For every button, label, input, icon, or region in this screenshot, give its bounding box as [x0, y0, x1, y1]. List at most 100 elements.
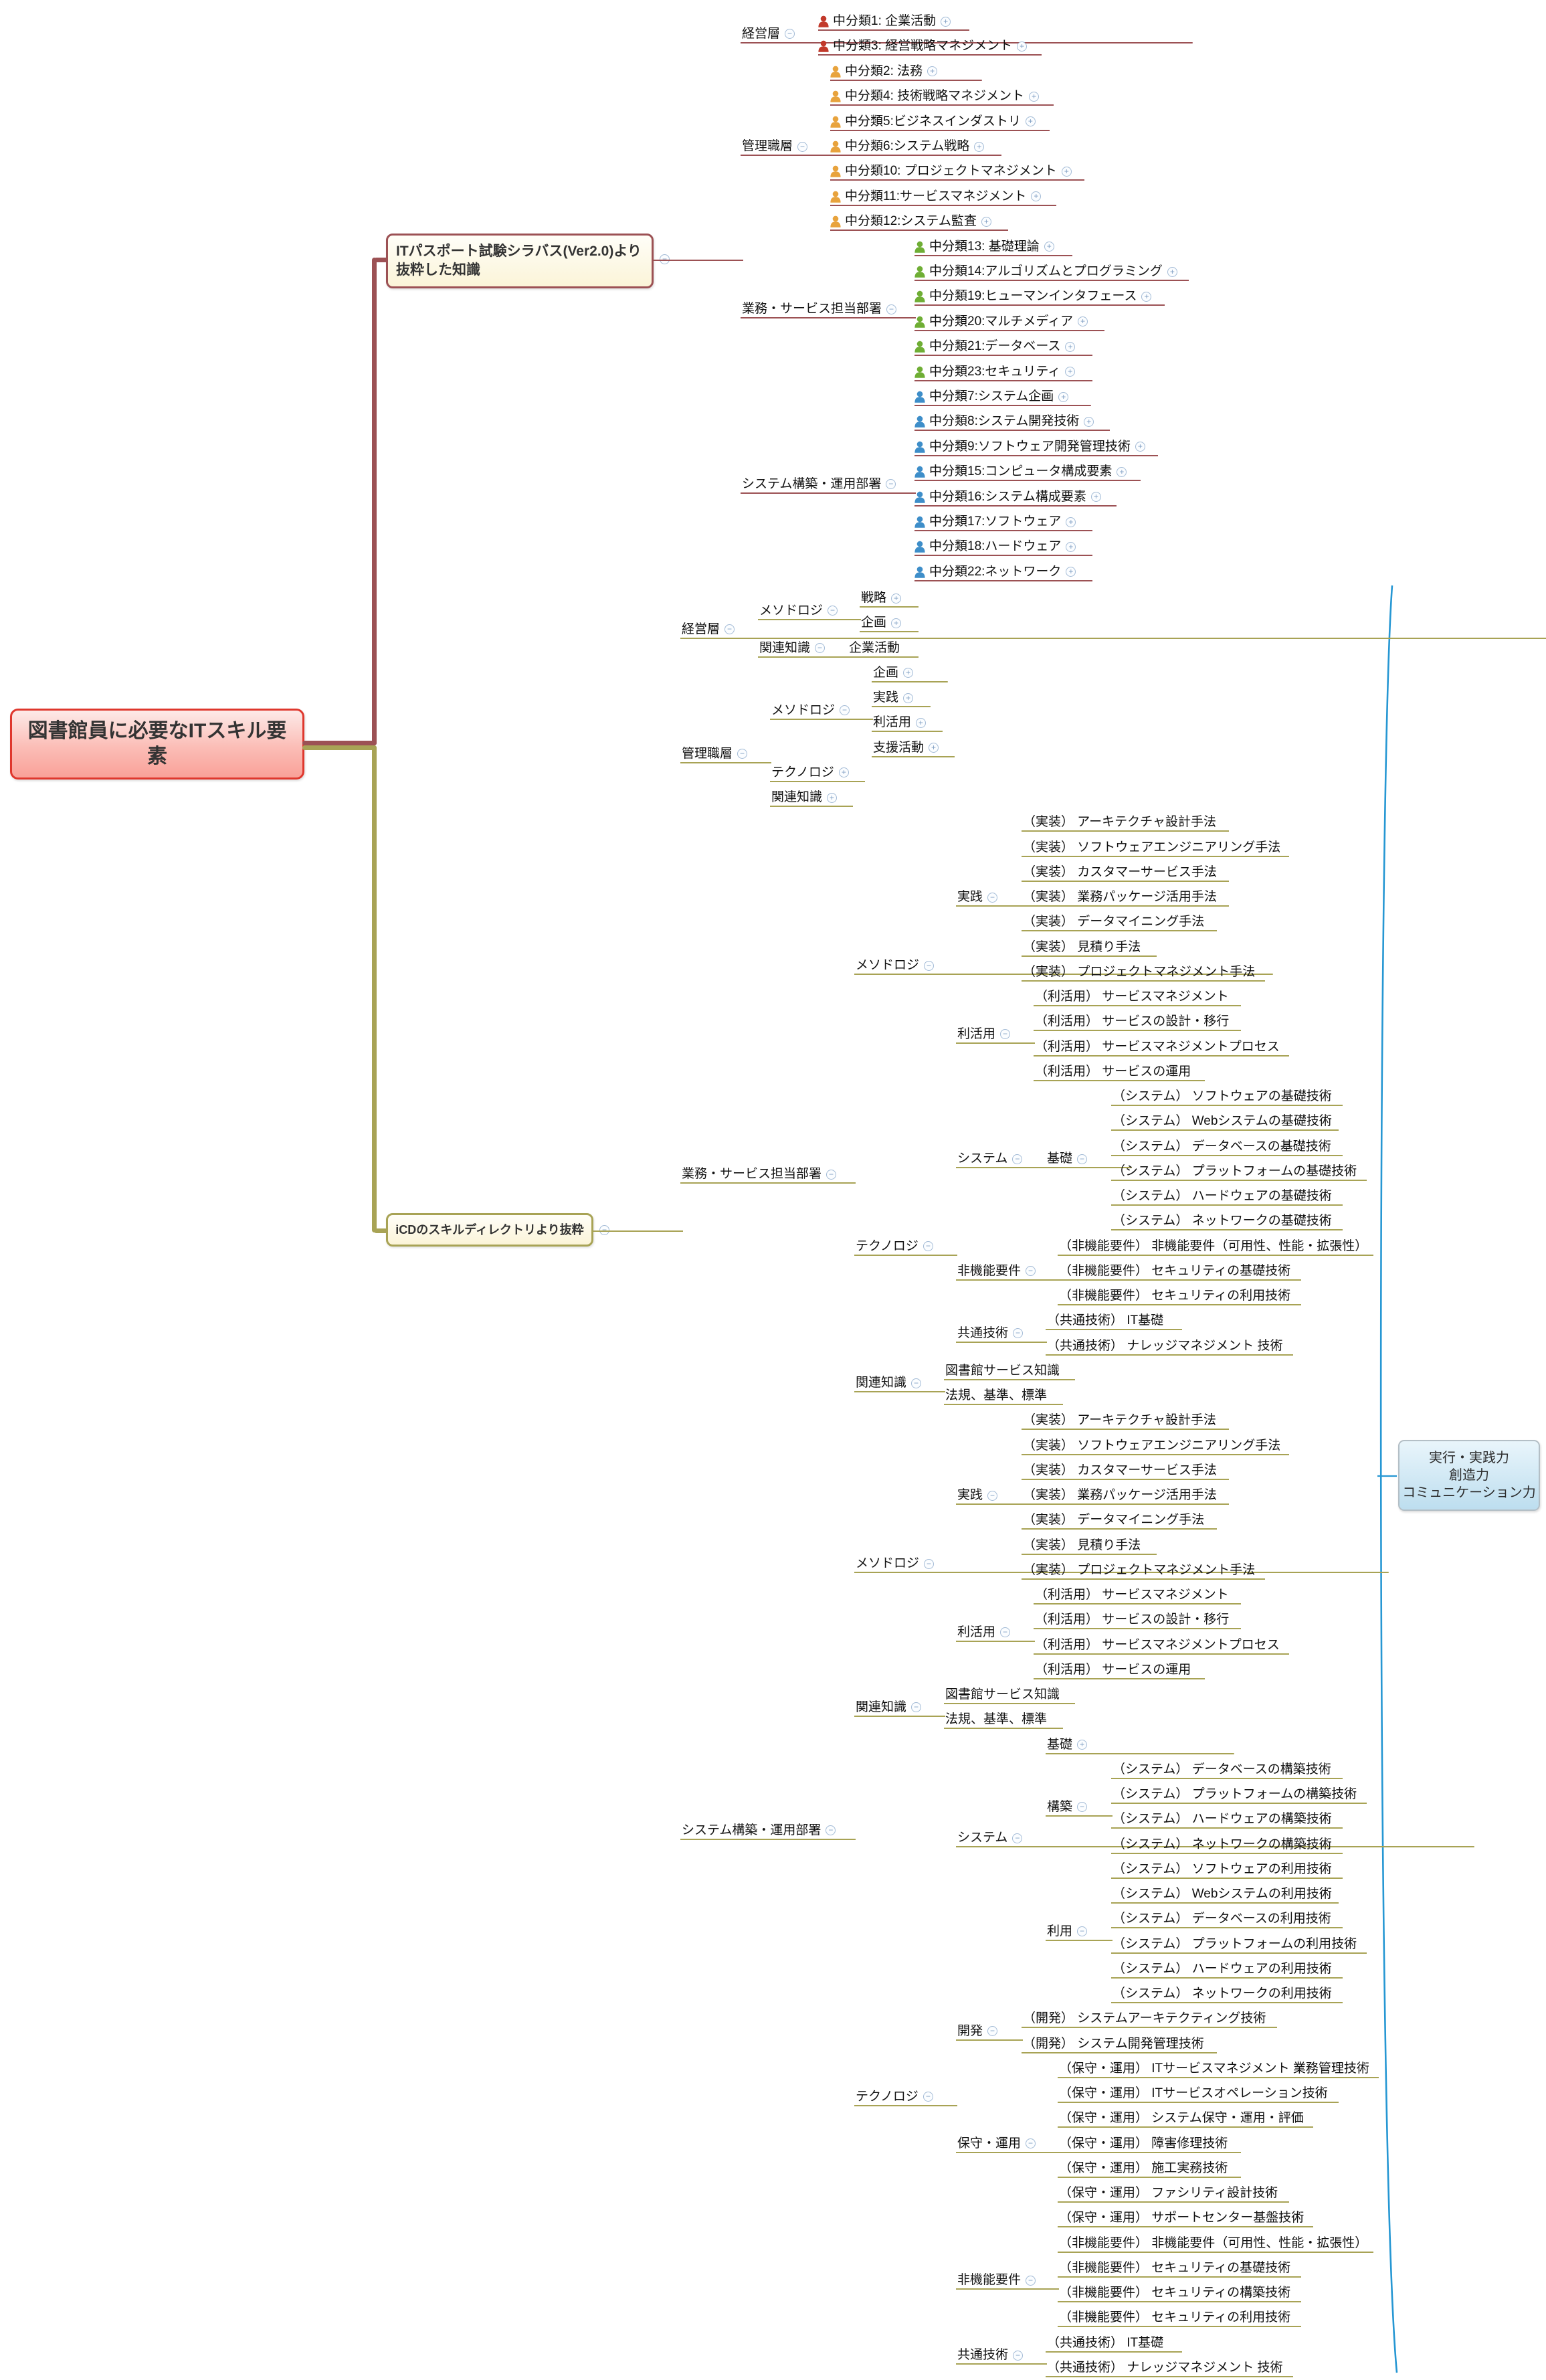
mindmap-node[interactable]: 中分類14:アルゴリズムとプログラミング+ [914, 264, 1189, 281]
mindmap-node[interactable]: （保守・運用） 障害修理技術 [1058, 2136, 1241, 2153]
mindmap-node[interactable]: （システム） ハードウェアの基礎技術 [1111, 1188, 1343, 1206]
mindmap-node[interactable]: （非機能要件） セキュリティの構築技術 [1058, 2285, 1301, 2302]
collapse-icon[interactable]: − [660, 254, 670, 265]
mindmap-node[interactable]: 業務・サービス担当部署− [741, 301, 897, 319]
collapse-icon[interactable]: − [1077, 1926, 1088, 1937]
collapse-icon[interactable]: − [1077, 1802, 1088, 1813]
mindmap-node[interactable]: 中分類23:セキュリティ+ [914, 364, 1092, 381]
mindmap-node[interactable]: 法規、基準、標準 [944, 1712, 1063, 1730]
mindmap-node[interactable]: 中分類10: プロジェクトマネジメント+ [830, 163, 1084, 181]
mindmap-node[interactable]: （実装） カスタマーサービス手法 [1022, 1463, 1229, 1480]
mindmap-node[interactable]: テクノロジ+ [770, 765, 865, 782]
mindmap-node[interactable]: （実装） データマイニング手法 [1022, 914, 1217, 932]
mindmap-node[interactable]: （利活用） サービスマネジメント [1034, 989, 1241, 1006]
expand-icon[interactable]: + [1135, 442, 1145, 452]
mindmap-node[interactable]: 基礎+ [1046, 1737, 1104, 1754]
mindmap-node[interactable]: （共通技術） ナレッジマネジメント 技術 [1046, 2360, 1293, 2377]
mindmap-node[interactable]: 中分類5:ビジネスインダストリ+ [830, 114, 1050, 131]
mindmap-node[interactable]: 中分類9:ソフトウェア開発管理技術+ [914, 439, 1158, 456]
branch-topic-itpassport[interactable]: ITパスポート試験シラバス(Ver2.0)より抜粋した知識 [386, 234, 654, 289]
mindmap-node[interactable]: （システム） Webシステムの利用技術 [1111, 1886, 1339, 1904]
mindmap-node[interactable]: 中分類13: 基礎理論+ [914, 239, 1072, 256]
mindmap-node[interactable]: （保守・運用） ファシリティ設計技術 [1058, 2185, 1289, 2203]
collapse-icon[interactable]: − [1077, 1154, 1088, 1164]
collapse-icon[interactable]: − [737, 749, 748, 759]
collapse-icon[interactable]: − [826, 1825, 836, 1836]
mindmap-node[interactable]: 中分類3: 経営戦略マネジメント+ [818, 38, 1042, 56]
mindmap-node[interactable]: 実践− [956, 1487, 998, 1505]
mindmap-node[interactable]: 中分類18:ハードウェア+ [914, 539, 1092, 557]
expand-icon[interactable]: + [927, 66, 938, 77]
mindmap-node[interactable]: 図書館サービス知識 [944, 1363, 1075, 1380]
mindmap-node[interactable]: （実装） アーキテクチャ設計手法 [1022, 814, 1229, 832]
collapse-icon[interactable]: − [911, 1378, 922, 1388]
collapse-icon[interactable]: − [599, 1225, 609, 1236]
mindmap-node[interactable]: 中分類12:システム監査+ [830, 213, 1008, 232]
collapse-icon[interactable]: − [987, 1490, 998, 1501]
mindmap-node[interactable]: （非機能要件） 非機能要件（可用性、性能・拡張性） [1058, 1239, 1373, 1256]
collapse-icon[interactable]: − [1013, 2350, 1024, 2361]
mindmap-node[interactable]: （システム） Webシステムの基礎技術 [1111, 1113, 1339, 1131]
mindmap-node[interactable]: 中分類16:システム構成要素+ [914, 489, 1117, 507]
collapse-icon[interactable]: − [724, 624, 735, 635]
mindmap-node[interactable]: 中分類21:データベース+ [914, 339, 1092, 357]
mindmap-node[interactable]: （実装） 業務パッケージ活用手法 [1022, 1487, 1229, 1505]
mindmap-node[interactable]: （利活用） サービスマネジメントプロセス [1034, 1039, 1289, 1057]
expand-icon[interactable]: + [1066, 567, 1076, 577]
mindmap-node[interactable]: （システム） ソフトウェアの基礎技術 [1111, 1089, 1343, 1106]
mindmap-node[interactable]: （保守・運用） ITサービスオペレーション技術 [1058, 2086, 1339, 2103]
mindmap-node[interactable]: 企画+ [872, 665, 931, 682]
mindmap-node[interactable]: 利活用− [956, 1625, 1011, 1642]
mindmap-node[interactable]: 共通技術− [956, 2347, 1024, 2365]
expand-icon[interactable]: + [1025, 116, 1036, 127]
collapse-icon[interactable]: − [924, 960, 935, 971]
collapse-icon[interactable]: − [785, 29, 795, 39]
mindmap-node[interactable]: （システム） ネットワークの基礎技術 [1111, 1213, 1343, 1231]
expand-icon[interactable]: + [891, 618, 902, 628]
mindmap-node[interactable]: 管理職層− [680, 746, 748, 763]
collapse-icon[interactable]: − [1026, 2138, 1036, 2148]
mindmap-node[interactable]: 関連知識− [854, 1700, 922, 1717]
mindmap-node[interactable]: （システム） ソフトウェアの利用技術 [1111, 1861, 1343, 1879]
mindmap-node[interactable]: 管理職層− [741, 139, 808, 156]
collapse-icon[interactable]: − [923, 2092, 933, 2102]
expand-icon[interactable]: + [1167, 266, 1177, 277]
mindmap-node[interactable]: 経営層− [680, 622, 735, 639]
mindmap-node[interactable]: メソドロジ− [854, 1556, 935, 1574]
mindmap-node[interactable]: 中分類20:マルチメディア+ [914, 314, 1104, 331]
summary-topic[interactable]: 実行・実践力 創造力 コミュニケーション力 [1398, 1440, 1540, 1511]
mindmap-node[interactable]: （実装） 業務パッケージ活用手法 [1022, 889, 1229, 907]
expand-icon[interactable]: + [1044, 242, 1054, 252]
expand-icon[interactable]: + [1084, 416, 1094, 427]
mindmap-node[interactable]: （システム） データベースの利用技術 [1111, 1911, 1343, 1929]
mindmap-node[interactable]: （実装） ソフトウェアエンジニアリング手法 [1022, 840, 1289, 857]
collapse-icon[interactable]: − [828, 606, 838, 616]
collapse-icon[interactable]: − [797, 141, 808, 152]
mindmap-node[interactable]: （利活用） サービスマネジメントプロセス [1034, 1637, 1289, 1655]
mindmap-node[interactable]: （利活用） サービスの設計・移行 [1034, 1612, 1241, 1630]
mindmap-node[interactable]: 支援活動+ [872, 740, 955, 757]
collapse-icon[interactable]: − [886, 479, 896, 490]
mindmap-node[interactable]: 関連知識− [854, 1375, 922, 1393]
mindmap-node[interactable]: （利活用） サービスの設計・移行 [1034, 1014, 1241, 1032]
collapse-icon[interactable]: − [815, 643, 826, 653]
mindmap-node[interactable]: （実装） ソフトウェアエンジニアリング手法 [1022, 1438, 1289, 1455]
mindmap-node[interactable]: 保守・運用− [956, 2136, 1036, 2153]
expand-icon[interactable]: + [974, 141, 985, 152]
expand-icon[interactable]: + [941, 16, 951, 27]
mindmap-node[interactable]: 中分類2: 法務+ [830, 64, 957, 81]
mindmap-node[interactable]: （共通技術） IT基礎 [1046, 2335, 1182, 2353]
mindmap-node[interactable]: （開発） システムアーキテクティング技術 [1022, 2011, 1277, 2029]
expand-icon[interactable]: + [1029, 91, 1040, 102]
mindmap-node[interactable]: システム− [956, 1151, 1023, 1169]
mindmap-node[interactable]: 中分類19:ヒューマンインタフェース+ [914, 288, 1165, 306]
collapse-icon[interactable]: − [923, 1241, 933, 1251]
root-topic[interactable]: 図書館員に必要なITスキル要素 [10, 708, 304, 780]
mindmap-node[interactable]: （共通技術） ナレッジマネジメント 技術 [1046, 1338, 1293, 1356]
mindmap-node[interactable]: 関連知識+ [770, 790, 853, 807]
mindmap-node[interactable]: （非機能要件） セキュリティの基礎技術 [1058, 2260, 1301, 2278]
mindmap-node[interactable]: 関連知識− [758, 640, 826, 658]
mindmap-node[interactable]: 利活用− [956, 1026, 1011, 1044]
mindmap-node[interactable]: 業務・サービス担当部署− [680, 1166, 837, 1184]
mindmap-node[interactable]: テクノロジ− [854, 1239, 933, 1256]
